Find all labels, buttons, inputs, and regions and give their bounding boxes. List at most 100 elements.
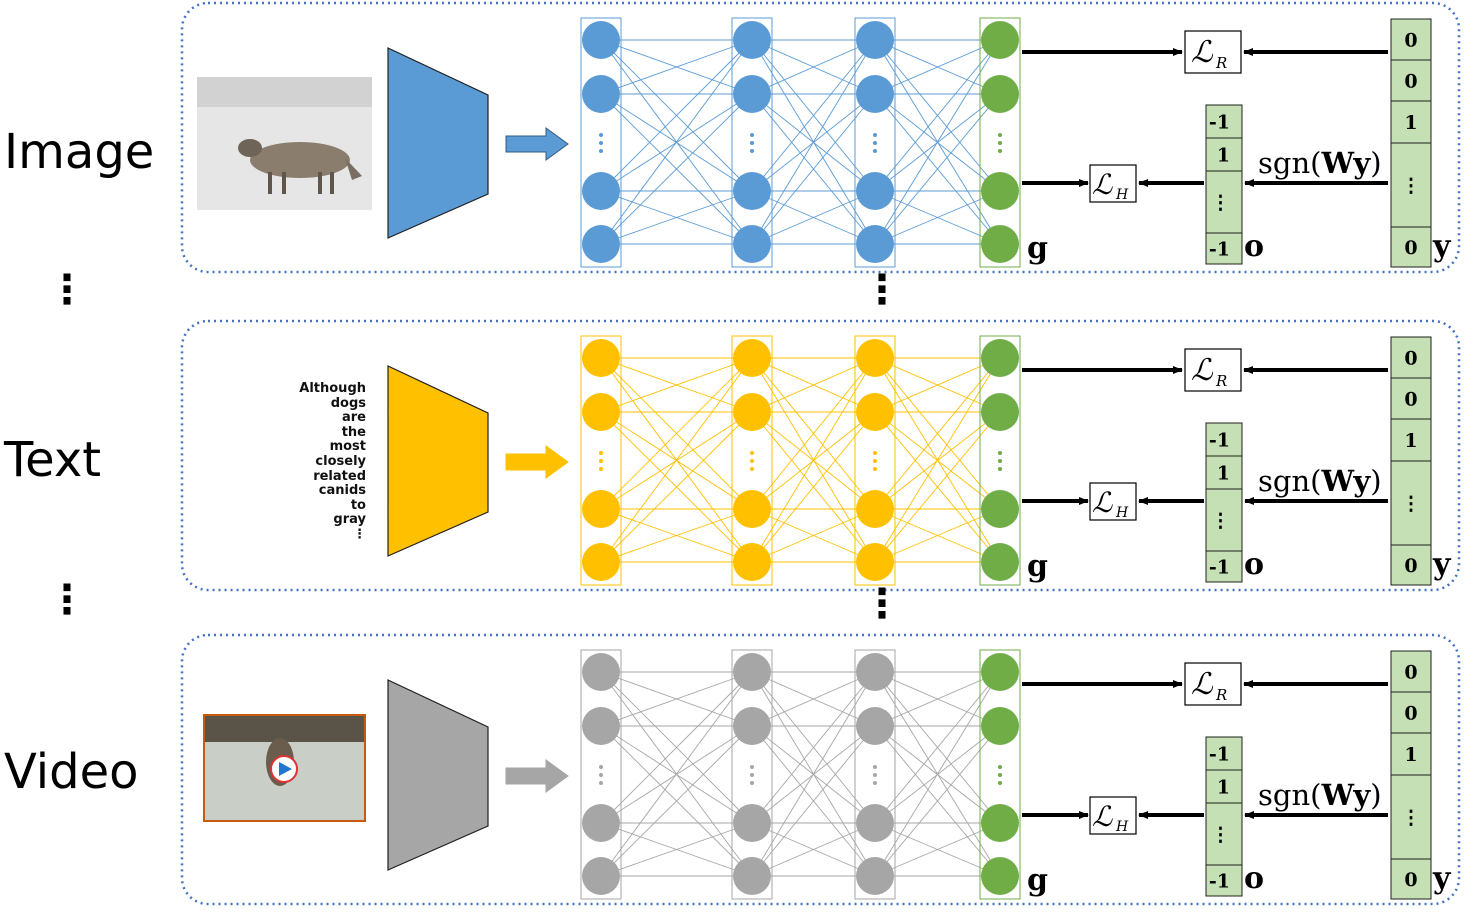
- sgn-bold: Wy: [1320, 146, 1371, 180]
- photo-sky: [197, 77, 372, 107]
- vector-cell: [1390, 142, 1432, 228]
- vector-cell: [1390, 418, 1432, 462]
- vector-cell: [1390, 650, 1432, 693]
- network-edges: [600, 671, 1001, 877]
- neuron-node: [856, 339, 894, 377]
- network-edge: [874, 357, 1001, 510]
- hidden-layer: [731, 335, 773, 586]
- text-line: dogs: [330, 395, 366, 411]
- hidden-layer: [854, 335, 896, 586]
- network-edge: [600, 39, 753, 245]
- neuron-node: [856, 857, 894, 895]
- neuron-node: [733, 707, 771, 745]
- vector-label-o: o: [1244, 547, 1264, 582]
- ellipsis-dot: [750, 451, 754, 455]
- vector-value: 0: [1404, 869, 1417, 891]
- network-edge: [874, 93, 1001, 245]
- neuron-node: [856, 490, 894, 528]
- ellipsis-dot: [998, 773, 1002, 777]
- network-edge: [600, 357, 753, 413]
- network-edge: [600, 39, 753, 192]
- layer-box: [854, 335, 896, 586]
- hidden-layer: [731, 17, 773, 268]
- vector-value: 0: [1404, 30, 1417, 52]
- vector-label-y: y: [1432, 861, 1452, 896]
- neuron-node: [733, 543, 771, 581]
- network-edge: [600, 671, 753, 877]
- play-icon: [279, 762, 292, 776]
- vector-cell: [1390, 377, 1432, 420]
- neuron-node: [733, 75, 771, 113]
- loss-box-border: [1184, 662, 1242, 706]
- wolf-tail: [345, 158, 362, 180]
- ellipsis-dot: [750, 141, 754, 145]
- vector-value: -1: [1209, 112, 1230, 134]
- ellipsis-dot: [873, 141, 877, 145]
- vector-value: 1: [1404, 112, 1417, 134]
- neuron-node: [856, 21, 894, 59]
- hidden-layer: [580, 335, 622, 586]
- ellipsis-dot: [873, 467, 877, 471]
- neuron-node: [582, 543, 620, 581]
- network-edge: [600, 411, 753, 563]
- loss-symbol: ℒ: [1092, 800, 1113, 833]
- sgn-label: sgn(Wy): [1258, 778, 1382, 812]
- sgn-label: sgn(Wy): [1258, 146, 1382, 180]
- vector-cell: [1205, 736, 1243, 771]
- ellipsis-dot: [998, 467, 1002, 471]
- layer-box: [731, 335, 773, 586]
- sgn-suffix: ): [1370, 464, 1381, 498]
- ellipsis-dot: [599, 467, 603, 471]
- wolf-leg: [318, 172, 322, 194]
- neuron-node: [981, 804, 1019, 842]
- wolf-head: [238, 139, 262, 157]
- hidden-layer: [580, 649, 622, 900]
- network-edge: [874, 190, 1001, 245]
- text-line: are: [341, 410, 366, 426]
- neuron-node: [981, 857, 1019, 895]
- neuron-node: [582, 653, 620, 691]
- ellipsis-dot: [998, 149, 1002, 153]
- vector-cell: [1205, 802, 1243, 866]
- neuron-node: [582, 707, 620, 745]
- network-edge: [874, 39, 1001, 245]
- ellipsis-dot: [873, 149, 877, 153]
- vector-cell: [1390, 59, 1432, 102]
- text-line: Although: [299, 381, 366, 396]
- encoder-trapezoid: [387, 365, 489, 557]
- network-edge: [600, 671, 753, 824]
- output-layer: [979, 335, 1021, 586]
- vector-cell: [1205, 170, 1243, 234]
- loss-symbol: ℒ: [1092, 486, 1113, 519]
- neuron-node: [981, 225, 1019, 263]
- vector-value: 0: [1404, 71, 1417, 93]
- neuron-node: [981, 393, 1019, 431]
- loss-symbol: ℒ: [1191, 667, 1214, 702]
- vector-label-o: o: [1244, 229, 1264, 264]
- vector-value: ⋮: [1211, 824, 1230, 846]
- neuron-node: [582, 393, 620, 431]
- text-line: closely: [315, 453, 366, 469]
- ellipsis-dot: [873, 781, 877, 785]
- layer-box: [979, 649, 1021, 900]
- neuron-node: [733, 490, 771, 528]
- vector-value: 1: [1217, 145, 1230, 167]
- vector-cell: [1205, 232, 1243, 265]
- output-label-g: g: [1027, 231, 1048, 266]
- neuron-node: [582, 225, 620, 263]
- loss-subscript: R: [1215, 54, 1227, 72]
- network-edge: [874, 671, 1001, 727]
- text-line: most: [329, 439, 366, 455]
- panel-border: [180, 1, 1461, 274]
- vector-cell: [1390, 336, 1432, 379]
- network-edge: [874, 671, 1001, 877]
- ellipsis-dot: [998, 765, 1002, 769]
